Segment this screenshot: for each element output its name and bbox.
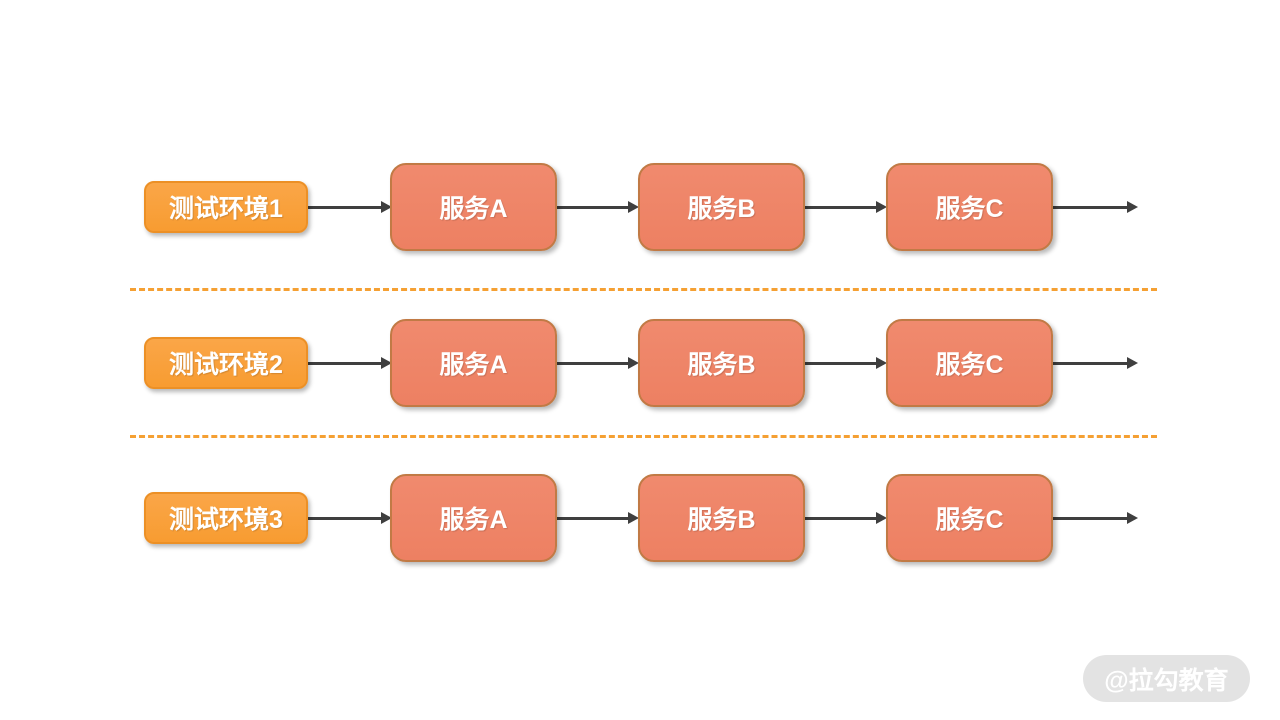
arrow-row1-b-to-c — [805, 201, 887, 213]
service-node-row3-b: 服务B — [638, 474, 805, 562]
arrow-row2-b-to-c — [805, 357, 887, 369]
dashed-separator-1 — [130, 288, 1157, 291]
env-node-2-label: 测试环境2 — [169, 351, 283, 379]
service-node-row2-c-label: 服务C — [935, 351, 1004, 379]
service-node-row1-b: 服务B — [638, 163, 805, 251]
service-node-row1-b-label: 服务B — [687, 195, 756, 223]
service-node-row1-c-label: 服务C — [935, 195, 1004, 223]
service-node-row2-c: 服务C — [886, 319, 1053, 407]
env-node-3: 测试环境3 — [144, 492, 308, 544]
env-node-1: 测试环境1 — [144, 181, 308, 233]
service-node-row3-c: 服务C — [886, 474, 1053, 562]
service-node-row2-b-label: 服务B — [687, 351, 756, 379]
arrow-row1-env-to-a — [308, 201, 392, 213]
arrow-row3-a-to-b — [557, 512, 639, 524]
service-node-row1-a-label: 服务A — [439, 195, 508, 223]
service-node-row3-b-label: 服务B — [687, 506, 756, 534]
watermark-label: @拉勾教育 — [1104, 666, 1229, 695]
dashed-separator-2 — [130, 435, 1157, 438]
service-node-row3-a-label: 服务A — [439, 506, 508, 534]
arrow-row1-a-to-b — [557, 201, 639, 213]
arrow-row2-a-to-b — [557, 357, 639, 369]
arrow-row1-c-out — [1053, 201, 1138, 213]
service-node-row2-a: 服务A — [390, 319, 557, 407]
service-node-row2-b: 服务B — [638, 319, 805, 407]
arrow-row3-b-to-c — [805, 512, 887, 524]
service-node-row3-c-label: 服务C — [935, 506, 1004, 534]
service-node-row3-a: 服务A — [390, 474, 557, 562]
arrow-row2-c-out — [1053, 357, 1138, 369]
arrow-row2-env-to-a — [308, 357, 392, 369]
arrow-row3-env-to-a — [308, 512, 392, 524]
service-node-row2-a-label: 服务A — [439, 351, 508, 379]
watermark-badge: @拉勾教育 — [1083, 655, 1250, 702]
env-node-2: 测试环境2 — [144, 337, 308, 389]
service-node-row1-c: 服务C — [886, 163, 1053, 251]
arrow-row3-c-out — [1053, 512, 1138, 524]
service-node-row1-a: 服务A — [390, 163, 557, 251]
env-node-3-label: 测试环境3 — [169, 506, 283, 534]
env-node-1-label: 测试环境1 — [169, 195, 283, 223]
